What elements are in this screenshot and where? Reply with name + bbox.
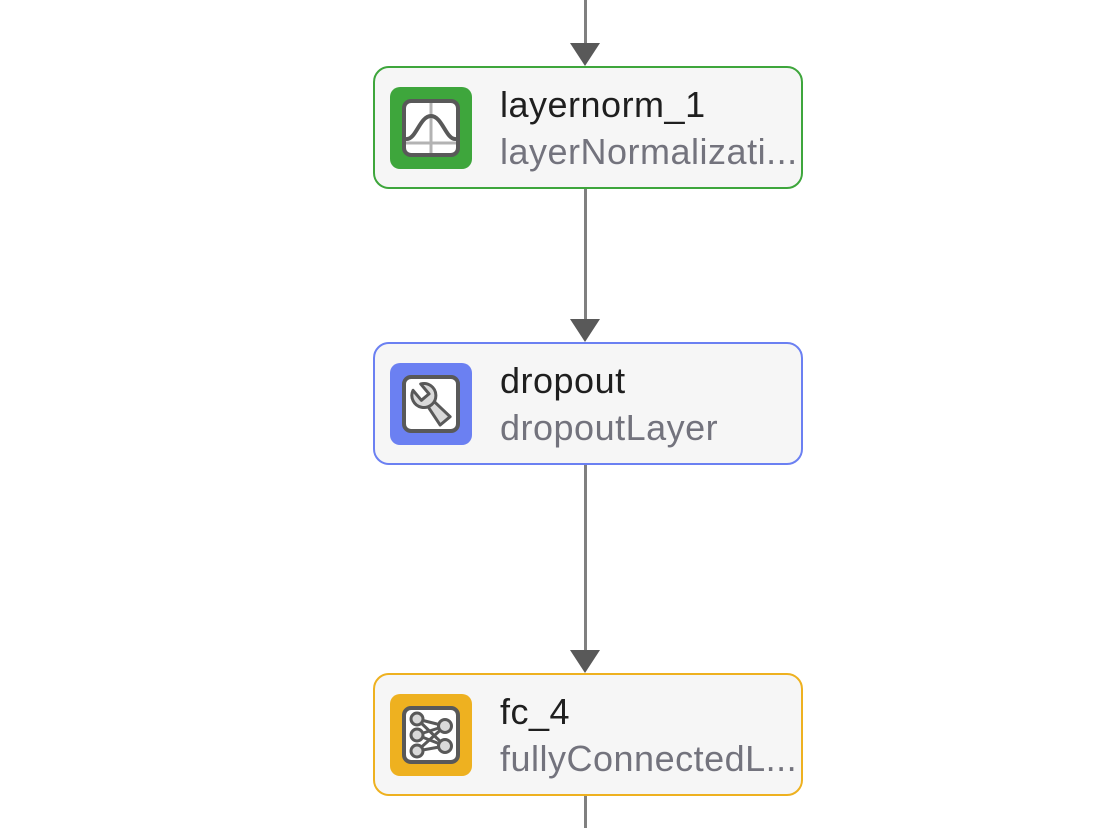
arrowhead-icon [570, 43, 600, 66]
layer-type-label: dropoutLayer [500, 406, 719, 448]
layer-node-fc[interactable]: fc_4 fullyConnectedL... [373, 673, 803, 796]
wrench-icon [402, 374, 460, 433]
layer-labels: dropout dropoutLayer [500, 357, 718, 451]
layer-title: dropout [500, 359, 626, 401]
edge-fc-to-bottom[interactable] [570, 796, 600, 828]
layer-type-label: layerNormalizati... [500, 130, 798, 172]
layer-labels: layernorm_1 layerNormalizati... [500, 81, 798, 175]
edge-dropout-to-fc[interactable] [570, 465, 600, 673]
edge-line[interactable] [584, 0, 587, 45]
arrowhead-icon [570, 319, 600, 342]
layer-title: layernorm_1 [500, 83, 706, 125]
arrowhead-icon [570, 650, 600, 673]
layer-icon-tile [390, 693, 472, 776]
layer-icon-tile [390, 362, 472, 445]
layer-type-label: fullyConnectedL... [500, 737, 798, 779]
edge-line[interactable] [584, 189, 587, 321]
layer-title: fc_4 [500, 690, 571, 732]
layer-node-layernorm[interactable]: layernorm_1 layerNormalizati... [373, 66, 803, 189]
edge-layernorm-to-dropout[interactable] [570, 189, 600, 342]
edge-top-to-layernorm[interactable] [570, 0, 600, 66]
layer-node-dropout[interactable]: dropout dropoutLayer [373, 342, 803, 465]
layer-icon-tile [390, 86, 472, 169]
gaussian-curve-icon [402, 98, 460, 157]
edge-line[interactable] [584, 796, 587, 828]
edge-line[interactable] [584, 465, 587, 652]
fully-connected-icon [402, 705, 460, 764]
layer-labels: fc_4 fullyConnectedL... [500, 688, 797, 782]
